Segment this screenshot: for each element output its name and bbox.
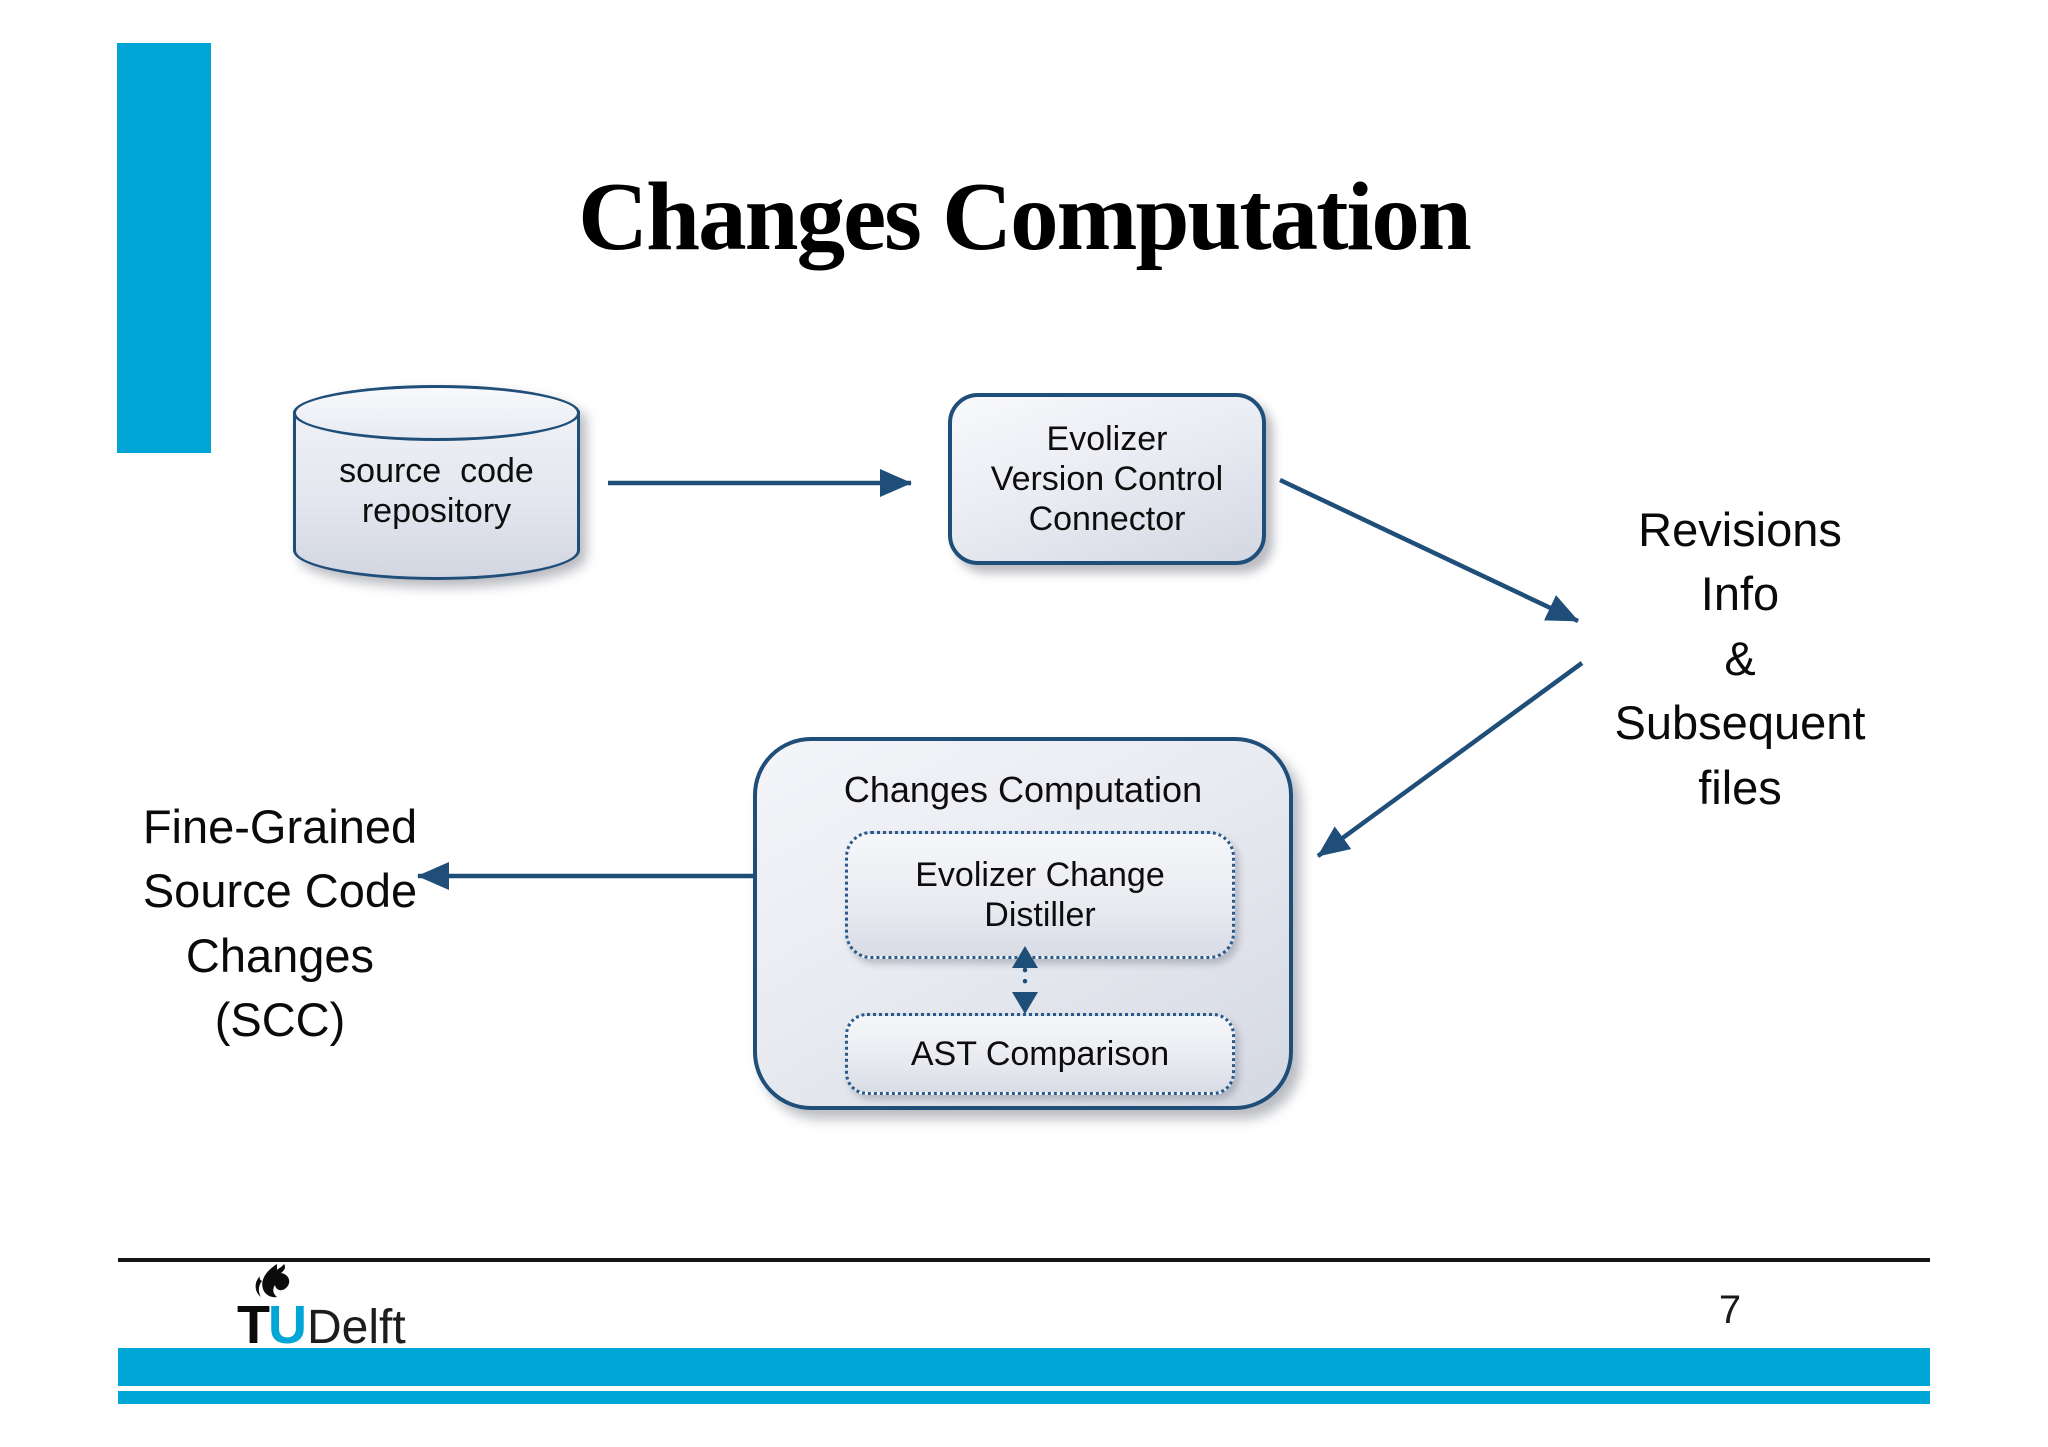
ast-label: AST Comparison bbox=[910, 1034, 1170, 1073]
scc-output-text: Fine-Grained Source Code Changes (SCC) bbox=[142, 800, 418, 1047]
node-evolizer-version-control-connector: Evolizer Version Control Connector bbox=[948, 393, 1266, 565]
accent-bar bbox=[117, 43, 211, 453]
node-ast-comparison: AST Comparison bbox=[845, 1013, 1235, 1095]
group-label: Changes Computation bbox=[843, 769, 1203, 810]
arrow-connector-to-revisions bbox=[1279, 477, 1579, 624]
arrow-revisions-to-computation bbox=[1316, 661, 1584, 858]
logo-letter-u: U bbox=[268, 1295, 307, 1355]
revisions-info-text: Revisions Info & Subsequent files bbox=[1614, 503, 1866, 814]
connector-label: Evolizer Version Control Connector bbox=[990, 419, 1224, 539]
footer-cyan-bar-thin bbox=[118, 1391, 1930, 1404]
logo-letter-t: T bbox=[237, 1295, 270, 1355]
footer-divider-line bbox=[118, 1258, 1930, 1262]
node-source-code-repository: source code repository bbox=[293, 385, 580, 595]
footer-cyan-bar-thick bbox=[118, 1348, 1930, 1386]
node-evolizer-change-distiller: Evolizer Change Distiller bbox=[845, 831, 1235, 959]
cylinder-top-ellipse bbox=[293, 385, 580, 441]
logo-word-delft: Delft bbox=[307, 1301, 406, 1354]
tu-delft-logo: TUDelft bbox=[237, 1264, 457, 1355]
distiller-label: Evolizer Change Distiller bbox=[915, 855, 1165, 934]
repository-label: source code repository bbox=[339, 452, 534, 531]
page-title: Changes Computation bbox=[578, 162, 1472, 270]
flame-icon bbox=[255, 1264, 290, 1298]
node-changes-computation-group: Changes Computation Evolizer Change Dist… bbox=[753, 737, 1293, 1110]
page-number: 7 bbox=[1718, 1288, 1742, 1332]
